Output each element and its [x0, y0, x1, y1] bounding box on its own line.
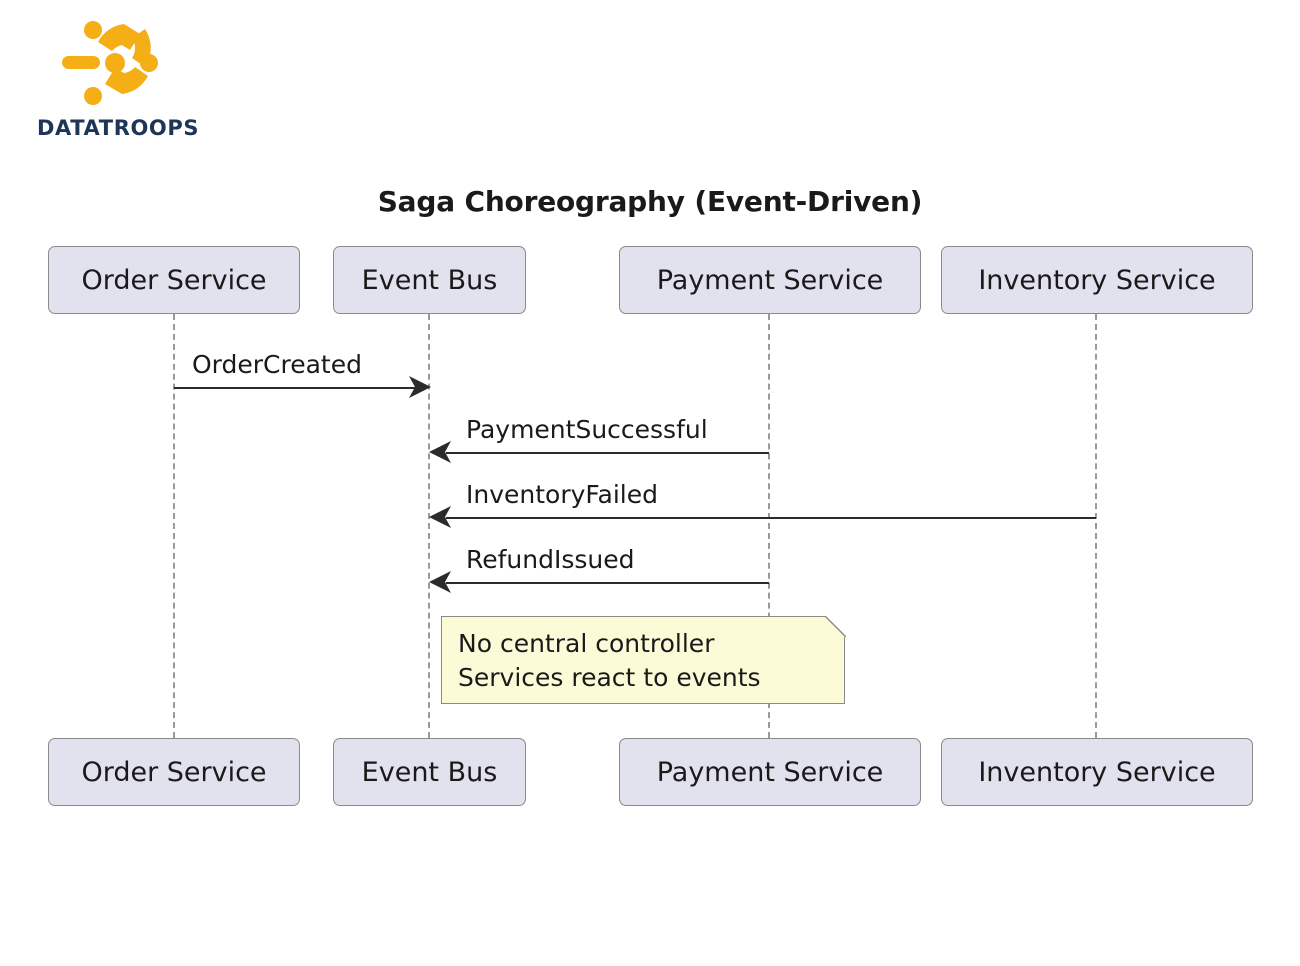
- note-line-1: No central controller: [458, 629, 715, 658]
- participant-label: Event Bus: [361, 264, 498, 296]
- participant-label: Event Bus: [361, 756, 498, 788]
- participant-order-service-bottom[interactable]: Order Service: [48, 738, 300, 806]
- brand-logo: DATATROOPS: [37, 18, 200, 140]
- diagram-note: No central controller Services react to …: [441, 615, 847, 704]
- participant-event-bus-top[interactable]: Event Bus: [333, 246, 526, 314]
- participant-label: Order Service: [81, 264, 267, 296]
- message-line-refund-issued: [446, 582, 769, 584]
- participant-event-bus-bottom[interactable]: Event Bus: [333, 738, 526, 806]
- brand-wordmark: DATATROOPS: [37, 116, 200, 140]
- participant-payment-service-bottom[interactable]: Payment Service: [619, 738, 921, 806]
- participant-inventory-service-bottom[interactable]: Inventory Service: [941, 738, 1253, 806]
- diagram-title: Saga Choreography (Event-Driven): [377, 185, 923, 218]
- participant-label: Payment Service: [656, 264, 884, 296]
- lifeline-order: [173, 314, 175, 738]
- participant-order-service-top[interactable]: Order Service: [48, 246, 300, 314]
- note-line-2: Services react to events: [458, 663, 761, 692]
- participant-inventory-service-top[interactable]: Inventory Service: [941, 246, 1253, 314]
- participant-label: Order Service: [81, 756, 267, 788]
- participant-label: Payment Service: [656, 756, 884, 788]
- lifeline-bus: [428, 314, 430, 738]
- message-label-payment-successful: PaymentSuccessful: [466, 415, 708, 444]
- message-label-inventory-failed: InventoryFailed: [466, 480, 658, 509]
- message-label-order-created: OrderCreated: [192, 350, 362, 379]
- participant-payment-service-top[interactable]: Payment Service: [619, 246, 921, 314]
- datatroops-sun-burst-logo-icon: [62, 18, 177, 110]
- message-line-inventory-failed: [446, 517, 1096, 519]
- participant-label: Inventory Service: [978, 264, 1216, 296]
- participant-label: Inventory Service: [978, 756, 1216, 788]
- lifeline-payment: [768, 314, 770, 738]
- message-label-refund-issued: RefundIssued: [466, 545, 635, 574]
- lifeline-inventory: [1095, 314, 1097, 738]
- message-line-order-created: [174, 387, 416, 389]
- message-line-payment-successful: [446, 452, 769, 454]
- note-fold-corner-icon: [824, 615, 847, 638]
